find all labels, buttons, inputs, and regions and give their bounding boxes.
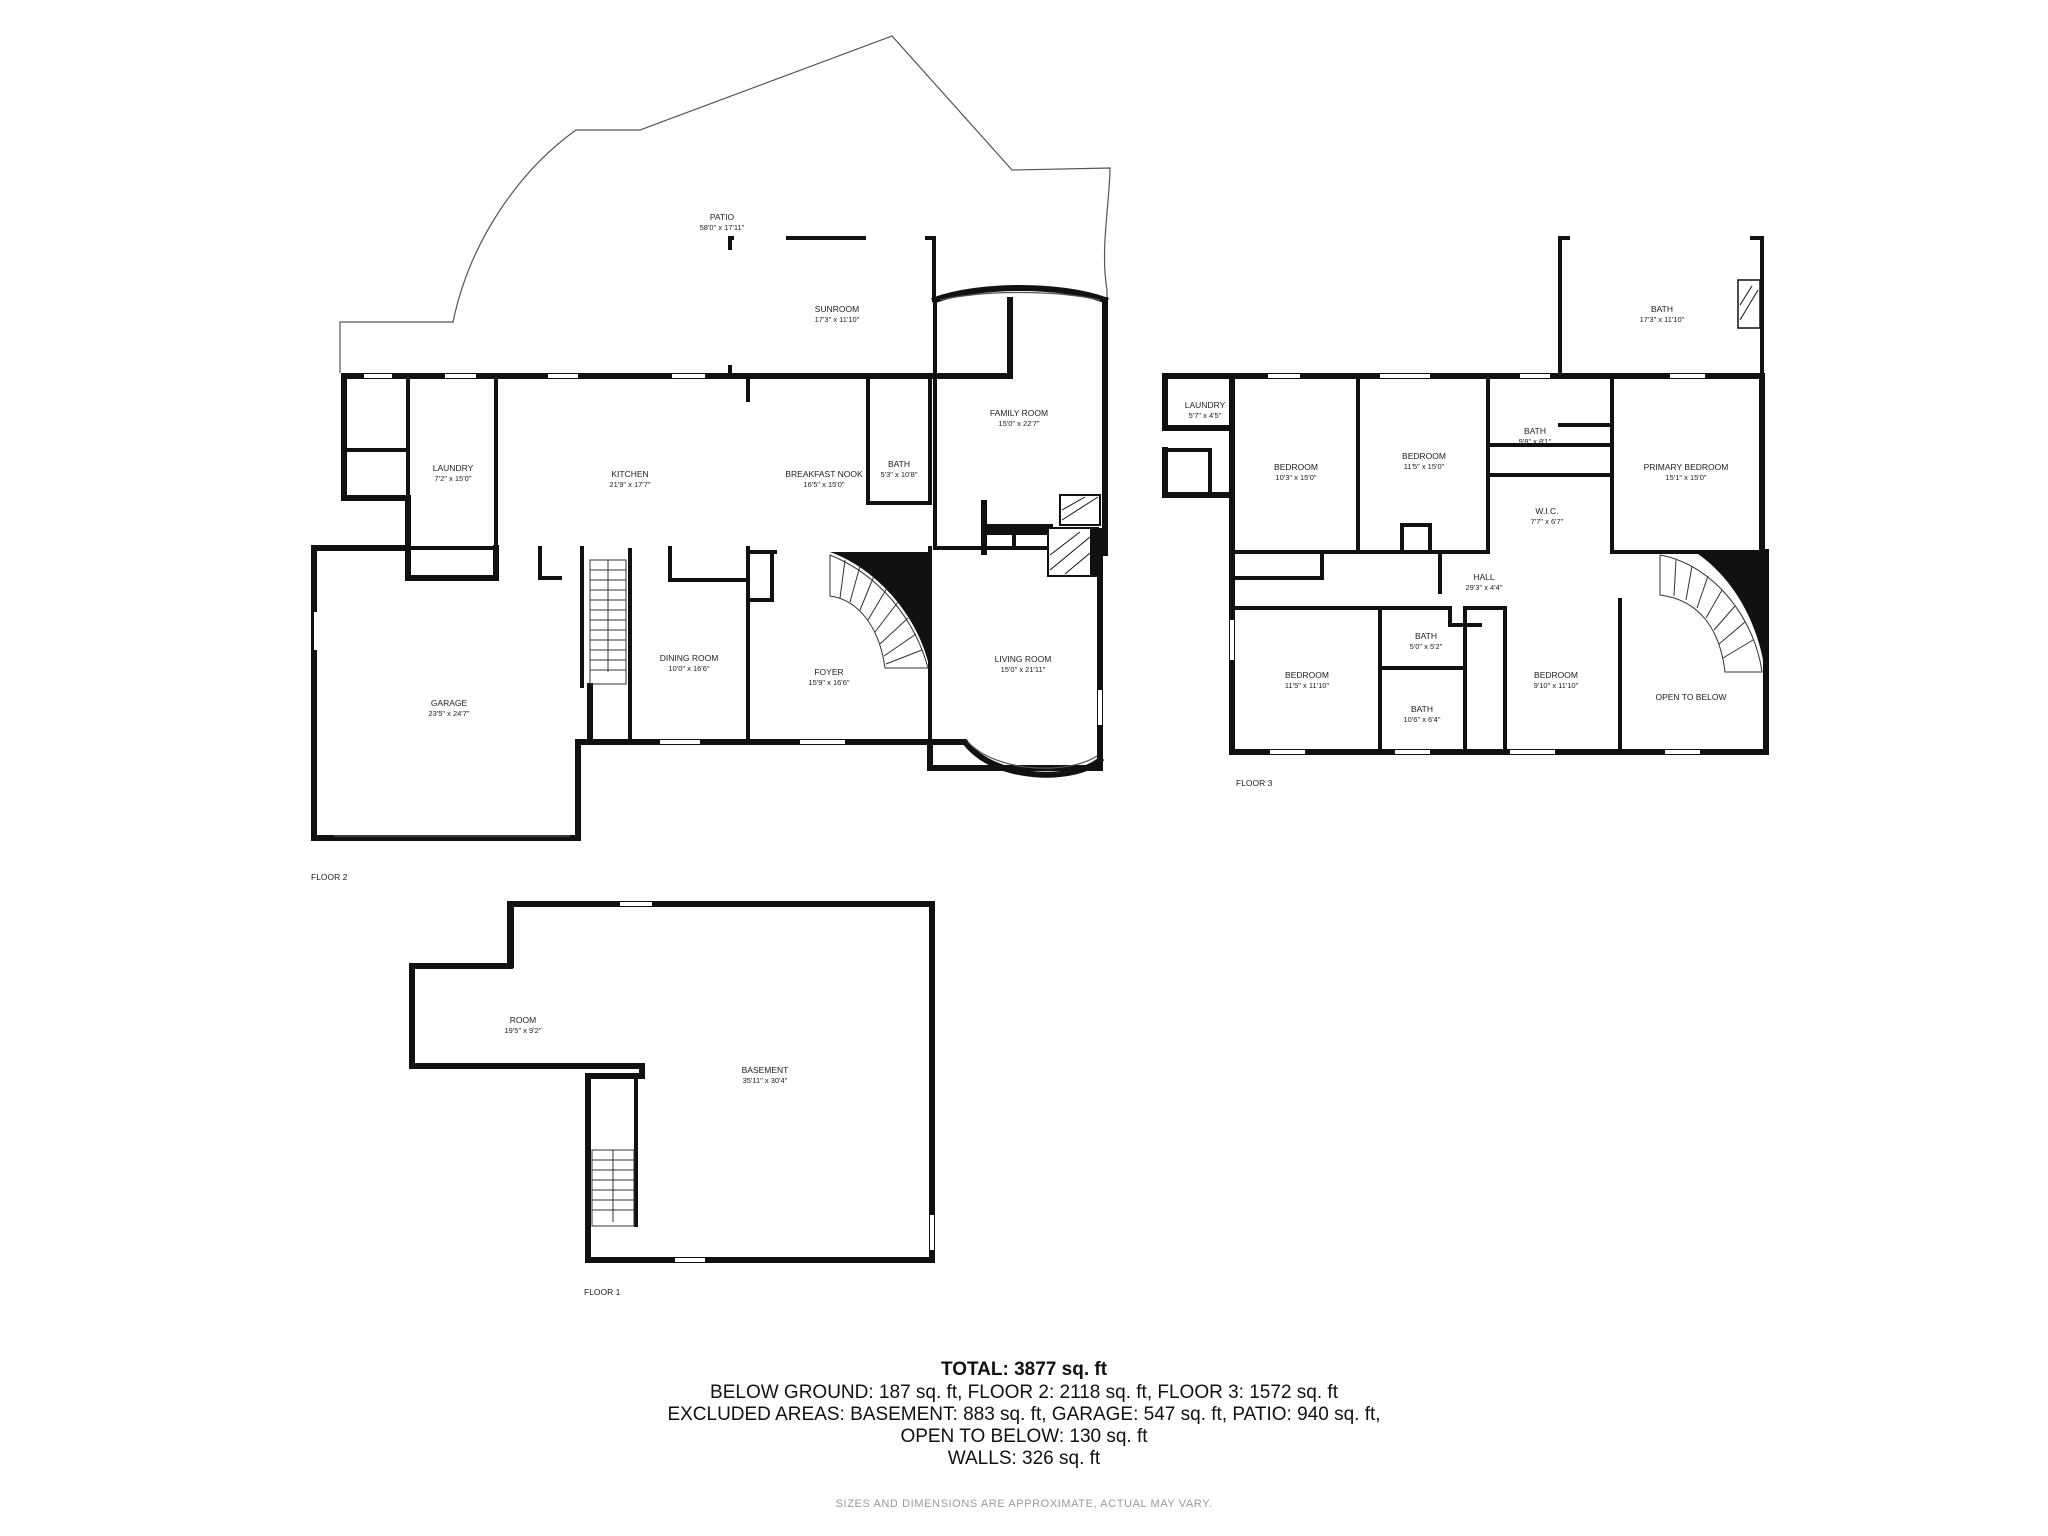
room-dim-basement: 35'11" x 30'4" [743, 1076, 788, 1085]
room-dim-kitchen: 21'9" x 17'7" [609, 480, 650, 489]
room-dim-hall: 29'3" x 4'4" [1466, 583, 1503, 592]
floor-1-plan [409, 901, 935, 1263]
open-to-below-line: OPEN TO BELOW: 130 sq. ft [900, 1426, 1148, 1447]
room-name-laundry: LAUNDRY [433, 463, 474, 473]
room-name-basement: BASEMENT [742, 1065, 789, 1075]
floor-3-plan [1162, 236, 1769, 755]
room-name-bath: BATH [1651, 304, 1673, 314]
room-name-room: ROOM [510, 1015, 536, 1025]
patio-outline [339, 35, 1111, 373]
room-dim-bedroom: 9'10" x 11'10" [1534, 681, 1579, 690]
room-dim-bedroom: 10'3" x 15'0" [1275, 473, 1316, 482]
excluded-areas-line: EXCLUDED AREAS: BASEMENT: 883 sq. ft, GA… [667, 1404, 1381, 1425]
room-name-bedroom: BEDROOM [1402, 451, 1446, 461]
room-dim-wic: 7'7" x 6'7" [1531, 517, 1564, 526]
total-area: TOTAL: 3877 sq. ft [940, 1359, 1108, 1380]
room-dim-breakfast-nook: 16'5" x 15'0" [803, 480, 844, 489]
room-dim-patio: 58'0" x 17'11" [700, 223, 745, 232]
room-name-breakfast-nook: BREAKFAST NOOK [785, 469, 863, 479]
room-dim-sunroom: 17'3" x 11'10" [815, 315, 860, 324]
room-name-bedroom: BEDROOM [1534, 670, 1578, 680]
fireplace-icon [1047, 527, 1099, 577]
room-name-family-room: FAMILY ROOM [990, 408, 1048, 418]
room-dim-dining-room: 10'0" x 16'6" [668, 664, 709, 673]
floor-2-stairs [589, 559, 627, 685]
room-name-bath: BATH [1415, 631, 1437, 641]
room-dim-bath: 5'3" x 10'8" [881, 470, 918, 479]
room-dim-bedroom: 11'5" x 15'0" [1404, 462, 1445, 471]
room-name-bedroom: BEDROOM [1274, 462, 1318, 472]
room-name-bath: BATH [888, 459, 910, 469]
room-name-wic: W.I.C. [1535, 506, 1558, 516]
room-dim-bath: 5'0" x 5'2" [1410, 642, 1443, 651]
room-dim-foyer: 15'9" x 16'6" [808, 678, 849, 687]
floor-label-1: FLOOR 1 [584, 1287, 621, 1297]
room-name-open-to-below: OPEN TO BELOW [1655, 692, 1726, 702]
room-dim-bath: 9'8" x 8'1" [1519, 437, 1552, 446]
area-summary: TOTAL: 3877 sq. ft BELOW GROUND: 187 sq.… [524, 1358, 1524, 1470]
room-name-patio: PATIO [710, 212, 735, 222]
floor-2-windows [314, 236, 1102, 744]
room-name-bedroom: BEDROOM [1285, 670, 1329, 680]
room-name-kitchen: KITCHEN [611, 469, 648, 479]
living-room-bay [932, 739, 1105, 778]
room-dim-bedroom: 11'5" x 11'10" [1285, 681, 1330, 690]
disclaimer-text: SIZES AND DIMENSIONS ARE APPROXIMATE, AC… [835, 1498, 1213, 1510]
room-name-laundry: LAUNDRY [1185, 400, 1226, 410]
floor-3-windows [1230, 236, 1750, 754]
floor-label-2: FLOOR 2 [311, 872, 348, 882]
foyer-curved-stair [829, 552, 930, 670]
room-name-foyer: FOYER [814, 667, 843, 677]
floor-3-curved-stair [1659, 552, 1766, 680]
room-dim-room: 19'5" x 9'2" [505, 1026, 542, 1035]
room-labels: PATIO 58'0" x 17'11" SUNROOM 17'3" x 11'… [428, 212, 1728, 1085]
family-room-bay [931, 285, 1109, 304]
room-name-living-room: LIVING ROOM [995, 654, 1052, 664]
room-dim-family-room: 15'0" x 22'7" [998, 419, 1039, 428]
room-name-sunroom: SUNROOM [815, 304, 859, 314]
room-dim-primary-bedroom: 15'1" x 15'0" [1665, 473, 1706, 482]
room-dim-bath: 10'6" x 6'4" [1404, 715, 1441, 724]
room-dim-garage: 23'5" x 24'7" [428, 709, 469, 718]
area-breakdown-line: BELOW GROUND: 187 sq. ft, FLOOR 2: 2118 … [710, 1382, 1338, 1403]
room-name-bath: BATH [1524, 426, 1546, 436]
room-dim-laundry: 7'2" x 15'0" [435, 474, 472, 483]
room-dim-bath: 17'3" x 11'10" [1640, 315, 1685, 324]
room-name-hall: HALL [1473, 572, 1495, 582]
floor-2-plan [311, 35, 1111, 841]
floor-label-3: FLOOR 3 [1236, 778, 1273, 788]
room-name-garage: GARAGE [431, 698, 468, 708]
room-name-dining-room: DINING ROOM [660, 653, 719, 663]
floor-1-stairs [591, 1149, 635, 1227]
walls-area-line: WALLS: 326 sq. ft [947, 1448, 1101, 1469]
room-name-primary-bedroom: PRIMARY BEDROOM [1644, 462, 1729, 472]
floor-1-exterior-walls [409, 901, 935, 1263]
room-dim-laundry: 5'7" x 4'5" [1189, 411, 1222, 420]
bath-fireplace-icon [1737, 279, 1761, 329]
room-dim-living-room: 15'0" x 21'11" [1001, 665, 1046, 674]
room-name-bath: BATH [1411, 704, 1433, 714]
